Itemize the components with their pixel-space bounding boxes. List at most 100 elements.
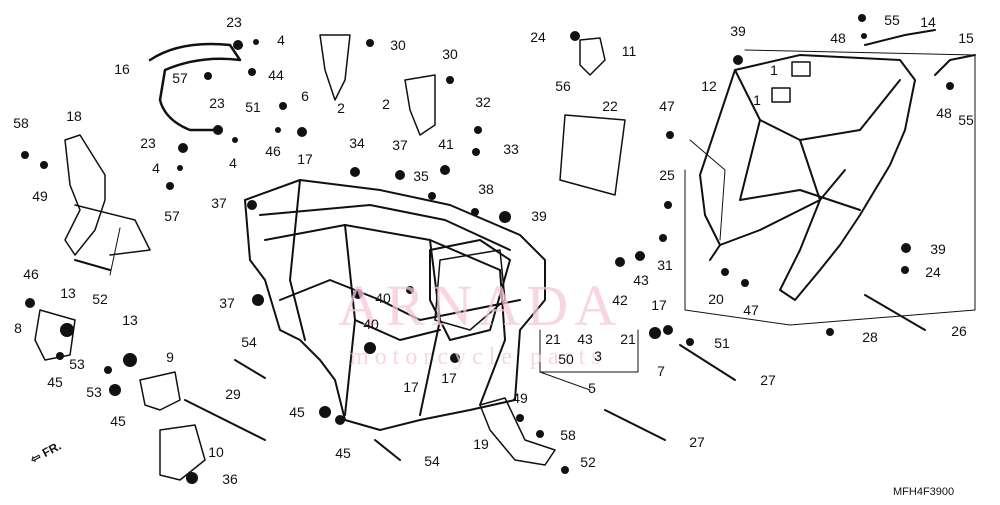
rubber-pad-1a <box>791 61 811 77</box>
callout-47: 47 <box>659 98 675 114</box>
callout-23: 23 <box>209 95 225 111</box>
callout-32: 32 <box>475 94 491 110</box>
callout-25: 25 <box>659 167 675 183</box>
callout-46: 46 <box>23 266 39 282</box>
callout-2: 2 <box>382 96 390 112</box>
callout-6: 6 <box>301 88 309 104</box>
callout-54: 54 <box>241 334 257 350</box>
callout-7: 7 <box>657 363 665 379</box>
bracket-2b <box>404 74 436 136</box>
callout-42: 42 <box>612 292 628 308</box>
callout-54: 54 <box>424 453 440 469</box>
callout-41: 41 <box>438 136 454 152</box>
bracket-10 <box>159 424 206 481</box>
bracket-2a <box>319 34 351 101</box>
callout-17: 17 <box>403 379 419 395</box>
callout-51: 51 <box>714 335 730 351</box>
callout-36: 36 <box>222 471 238 487</box>
callout-24: 24 <box>530 29 546 45</box>
callout-40: 40 <box>375 290 391 306</box>
callout-20: 20 <box>708 291 724 307</box>
callout-34: 34 <box>349 135 365 151</box>
bolt-26 <box>864 294 926 331</box>
callout-49: 49 <box>32 188 48 204</box>
callout-11: 11 <box>621 43 637 59</box>
callout-53: 53 <box>86 384 102 400</box>
callout-29: 29 <box>225 386 241 402</box>
callout-45: 45 <box>289 404 305 420</box>
pipe-14 <box>864 29 936 46</box>
callout-38: 38 <box>478 181 494 197</box>
callout-37: 37 <box>392 137 408 153</box>
callout-17: 17 <box>441 370 457 386</box>
callout-43: 43 <box>633 272 649 288</box>
callout-13: 13 <box>122 312 138 328</box>
callout-13: 13 <box>60 285 76 301</box>
callout-39: 39 <box>930 241 946 257</box>
callout-30: 30 <box>442 46 458 62</box>
bolt-27a <box>679 344 736 381</box>
callout-47: 47 <box>743 302 759 318</box>
callout-4: 4 <box>152 160 160 176</box>
callout-16: 16 <box>114 61 130 77</box>
callout-2: 2 <box>337 100 345 116</box>
callout-1: 1 <box>770 62 778 78</box>
callout-45: 45 <box>47 374 63 390</box>
callout-51: 51 <box>245 99 261 115</box>
callout-37: 37 <box>211 195 227 211</box>
callout-58: 58 <box>13 115 29 131</box>
frame-main-body <box>244 179 546 431</box>
rubber-pad-1b <box>771 87 791 103</box>
callout-48: 48 <box>936 105 952 121</box>
bolt-52 <box>74 259 111 271</box>
callout-50: 50 <box>558 351 574 367</box>
callout-55: 55 <box>958 112 974 128</box>
callout-12: 12 <box>701 78 717 94</box>
frame-side-view <box>699 54 916 301</box>
bracket-18 <box>64 134 106 256</box>
callout-14: 14 <box>920 14 936 30</box>
callout-22: 22 <box>602 98 618 114</box>
callout-52: 52 <box>92 291 108 307</box>
callout-19: 19 <box>473 436 489 452</box>
callout-15: 15 <box>958 30 974 46</box>
grab-bar-16 <box>148 42 242 132</box>
engine-mount-plate <box>434 249 506 331</box>
callout-27: 27 <box>689 434 705 450</box>
callout-17: 17 <box>651 297 667 313</box>
callout-4: 4 <box>277 32 285 48</box>
callout-28: 28 <box>862 329 878 345</box>
callout-43: 43 <box>577 331 593 347</box>
callout-21: 21 <box>620 331 636 347</box>
watermark-title: ARNADA <box>338 273 623 338</box>
callout-1: 1 <box>753 92 761 108</box>
callout-57: 57 <box>164 208 180 224</box>
callout-3: 3 <box>594 348 602 364</box>
watermark-subtitle: motorcycle parts <box>350 344 607 370</box>
bolt-27b <box>604 409 666 441</box>
callout-18: 18 <box>66 108 82 124</box>
callout-52: 52 <box>580 454 596 470</box>
bracket-15 <box>934 54 976 76</box>
callout-37: 37 <box>219 295 235 311</box>
plate-22 <box>559 114 626 196</box>
callout-23: 23 <box>140 135 156 151</box>
callout-53: 53 <box>69 356 85 372</box>
callout-5: 5 <box>588 380 596 396</box>
callout-33: 33 <box>503 141 519 157</box>
callout-4: 4 <box>229 155 237 171</box>
callout-56: 56 <box>555 78 571 94</box>
callout-21: 21 <box>545 331 561 347</box>
bracket-9 <box>139 371 181 411</box>
callout-8: 8 <box>14 320 22 336</box>
callout-45: 45 <box>335 445 351 461</box>
callout-46: 46 <box>265 143 281 159</box>
callout-40: 40 <box>363 316 379 332</box>
callout-57: 57 <box>172 70 188 86</box>
diagram-code: MFH4F3900 <box>893 486 955 498</box>
callout-30: 30 <box>390 37 406 53</box>
callout-23: 23 <box>226 14 242 30</box>
callout-44: 44 <box>268 67 284 83</box>
